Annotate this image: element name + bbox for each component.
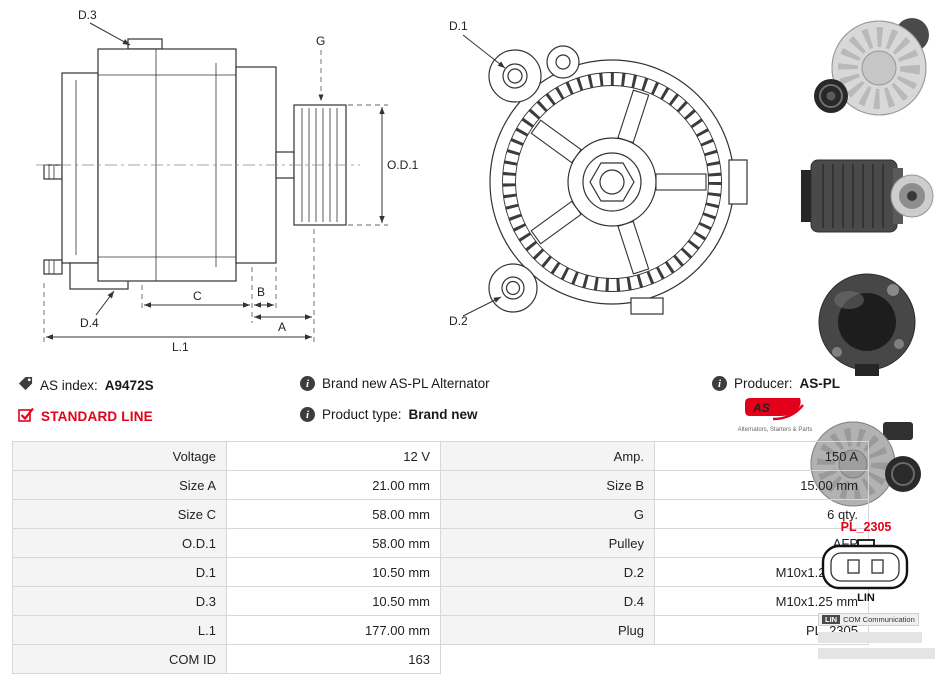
spec-label: D.4 bbox=[440, 586, 655, 616]
spec-row: COM ID 163 bbox=[12, 644, 869, 674]
product-type-value: Brand new bbox=[408, 407, 478, 422]
com-badge-text: COM Communication bbox=[843, 615, 915, 624]
spec-label: O.D.1 bbox=[12, 528, 227, 558]
spec-table: Voltage 12 V Amp. 150 A Size A 21.00 mm … bbox=[12, 441, 869, 674]
spec-label: Size B bbox=[440, 470, 655, 500]
com-communication-badge: LIN COM Communication bbox=[818, 613, 919, 626]
spec-value: 10.50 mm bbox=[226, 586, 441, 616]
tag-icon bbox=[18, 376, 33, 394]
product-type-row: i Product type: Brand new bbox=[300, 407, 478, 422]
dim-label-g: G bbox=[316, 34, 325, 48]
plug-name: PL_2305 bbox=[840, 520, 892, 534]
as-index-value: A9472S bbox=[104, 377, 154, 393]
info-icon: i bbox=[712, 376, 727, 391]
spec-label: D.1 bbox=[12, 557, 227, 587]
spec-row: Size A 21.00 mm Size B 15.00 mm bbox=[12, 470, 869, 500]
dim-label-d3: D.3 bbox=[78, 8, 97, 22]
spec-value: 58.00 mm bbox=[226, 528, 441, 558]
spec-row: Size C 58.00 mm G 6 qty. bbox=[12, 499, 869, 529]
producer-row: i Producer: AS-PL bbox=[712, 376, 840, 391]
spec-value: 163 bbox=[226, 644, 441, 674]
spec-label: Amp. bbox=[440, 441, 655, 471]
spec-label: Plug bbox=[440, 615, 655, 645]
spec-label: L.1 bbox=[12, 615, 227, 645]
spec-value: M10x1.25 mm bbox=[654, 586, 869, 616]
side-view-technical-drawing: G O.D.1 D.3 D.4 C B A L.1 bbox=[36, 8, 419, 354]
as-index-label: AS index: bbox=[40, 377, 98, 393]
dim-label-od1: O.D.1 bbox=[387, 158, 419, 172]
brand-new-text: Brand new AS-PL Alternator bbox=[322, 376, 490, 391]
product-type-label: Product type: bbox=[322, 407, 402, 422]
as-logo-text: AS bbox=[752, 401, 770, 415]
plug-pin-label: LIN bbox=[857, 592, 875, 604]
spec-value: 12 V bbox=[226, 441, 441, 471]
dim-label-l1: L.1 bbox=[172, 340, 189, 354]
dim-label-d1: D.1 bbox=[449, 19, 468, 33]
disabled-badge-bar bbox=[818, 632, 922, 643]
standard-line-label: STANDARD LINE bbox=[41, 408, 153, 424]
spec-label: Size A bbox=[12, 470, 227, 500]
info-icon: i bbox=[300, 407, 315, 422]
producer-label: Producer: bbox=[734, 376, 793, 391]
as-logo-tagline: Alternators, Starters & Parts bbox=[737, 427, 813, 433]
info-icon: i bbox=[300, 376, 315, 391]
dim-label-b: B bbox=[257, 285, 265, 299]
product-photo-1 bbox=[797, 8, 935, 132]
brand-new-row: i Brand new AS-PL Alternator bbox=[300, 376, 490, 391]
spec-label: D.3 bbox=[12, 586, 227, 616]
spec-row: D.1 10.50 mm D.2 M10x1.25 mm bbox=[12, 557, 869, 587]
spec-empty-cell bbox=[440, 644, 655, 674]
spec-label: D.2 bbox=[440, 557, 655, 587]
spec-value: 150 A bbox=[654, 441, 869, 471]
spec-row: O.D.1 58.00 mm Pulley AFP bbox=[12, 528, 869, 558]
dim-label-c: C bbox=[193, 289, 202, 303]
product-photo-3 bbox=[797, 260, 935, 384]
spec-value: 21.00 mm bbox=[226, 470, 441, 500]
spec-label: Size C bbox=[12, 499, 227, 529]
spec-value: 177.00 mm bbox=[226, 615, 441, 645]
checkbox-icon bbox=[18, 407, 34, 425]
spec-value: 15.00 mm bbox=[654, 470, 869, 500]
spec-row: Voltage 12 V Amp. 150 A bbox=[12, 441, 869, 471]
spec-label: Pulley bbox=[440, 528, 655, 558]
dim-label-d4: D.4 bbox=[80, 316, 99, 330]
front-view-technical-drawing: D.1 D.2 bbox=[449, 19, 748, 328]
producer-value: AS-PL bbox=[799, 376, 841, 391]
spec-label: G bbox=[440, 499, 655, 529]
spec-row: L.1 177.00 mm Plug PL_2305 bbox=[12, 615, 869, 645]
plug-drawing bbox=[820, 538, 912, 597]
spec-value: 10.50 mm bbox=[226, 557, 441, 587]
lin-badge-tag: LIN bbox=[822, 615, 841, 624]
spec-value: 58.00 mm bbox=[226, 499, 441, 529]
disabled-badge-bar bbox=[818, 648, 935, 659]
spec-label: Voltage bbox=[12, 441, 227, 471]
product-photo-2 bbox=[797, 134, 935, 258]
dim-label-d2: D.2 bbox=[449, 314, 468, 328]
standard-line-row: STANDARD LINE bbox=[18, 407, 153, 425]
spec-label: COM ID bbox=[12, 644, 227, 674]
dim-label-a: A bbox=[278, 320, 286, 334]
spec-row: D.3 10.50 mm D.4 M10x1.25 mm bbox=[12, 586, 869, 616]
as-index-row: AS index: A9472S bbox=[18, 376, 154, 394]
as-pl-logo: AS Alternators, Starters & Parts bbox=[737, 397, 813, 433]
